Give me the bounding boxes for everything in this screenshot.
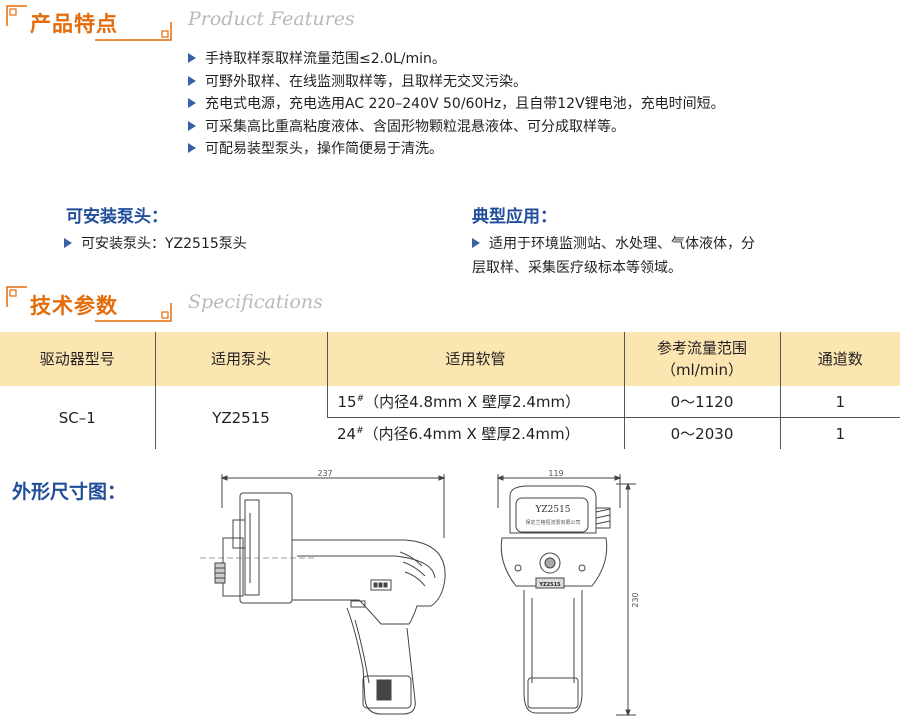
header-driver: 驱动器型号	[0, 332, 155, 386]
cell-flow: 0～1120	[623, 386, 780, 418]
cell-channels: 1	[779, 386, 900, 418]
table-header-row: 驱动器型号 适用泵头 适用软管 参考流量范围（ml/min） 通道数	[0, 332, 900, 386]
table-row: 24#（内径6.4mm X 壁厚2.4mm） 0～2030 1	[0, 417, 900, 449]
features-subtitle-en: Product Features	[188, 8, 355, 30]
features-list: 手持取样泵取样流量范围≤2.0L/min。 可野外取样、在线监测取样等，且取样无…	[188, 48, 725, 161]
cell-flow: 0～2030	[623, 417, 780, 449]
table-row: SC–1 YZ2515 15#（内径4.8mm X 壁厚2.4mm） 0～112…	[0, 386, 900, 449]
list-item: 可野外取样、在线监测取样等，且取样无交叉污染。	[188, 71, 725, 94]
applications-text: 适用于环境监测站、水处理、气体液体，分 层取样、采集医疗级标本等领域。	[472, 236, 755, 276]
list-item: 可采集高比重高粘度液体、含固形物颗粒混悬液体、可分成取样等。	[188, 116, 725, 139]
specs-subtitle-en: Specifications	[188, 291, 323, 313]
list-item: 充电式电源，充电选用AC 220–240V 50/60Hz，且自带12V锂电池，…	[188, 93, 725, 116]
pump-heads-title: 可安装泵头：	[66, 207, 168, 227]
header-channels: 通道数	[779, 332, 900, 386]
company-label: 保定兰格恒流泵有限公司	[525, 519, 580, 526]
triangle-bullet-icon	[472, 238, 480, 248]
badge-label: YZ2515	[538, 582, 561, 588]
triangle-bullet-icon	[188, 143, 196, 153]
header-flow: 参考流量范围（ml/min）	[623, 332, 780, 386]
specs-title: 技术参数	[30, 294, 118, 318]
list-item: 手持取样泵取样流量范围≤2.0L/min。	[188, 48, 725, 71]
cell-model: SC–1	[58, 408, 96, 427]
side-width-label: 237	[317, 469, 332, 478]
header-pump-head: 适用泵头	[154, 332, 327, 386]
applications-title: 典型应用：	[472, 207, 557, 227]
cell-head: YZ2515	[154, 386, 327, 449]
front-width-label: 119	[548, 469, 563, 478]
specs-table: 驱动器型号 适用泵头 适用软管 参考流量范围（ml/min） 通道数 SC–1 …	[0, 332, 900, 449]
triangle-bullet-icon	[188, 53, 196, 63]
triangle-bullet-icon	[188, 98, 196, 108]
triangle-bullet-icon	[188, 120, 196, 131]
triangle-bullet-icon	[64, 238, 72, 248]
cell-tubing: 24#（内径6.4mm X 壁厚2.4mm）	[327, 417, 624, 449]
pump-heads-text: 可安装泵头：YZ2515泵头	[64, 232, 247, 256]
features-title-frame	[6, 5, 172, 41]
height-label: 230	[631, 592, 640, 607]
pump-model-label: YZ2515	[534, 505, 570, 515]
triangle-bullet-icon	[188, 75, 196, 86]
features-title: 产品特点	[30, 12, 118, 36]
list-item: 可配易装型泵头，操作简便易于清洗。	[188, 138, 725, 161]
cell-tubing: 15#（内径4.8mm X 壁厚2.4mm）	[326, 386, 624, 418]
side-view-drawing: 237	[200, 469, 446, 715]
dimensions-title: 外形尺寸图：	[12, 481, 127, 503]
specs-title-frame	[6, 286, 172, 322]
header-tubing: 适用软管	[326, 332, 624, 386]
front-view-drawing: YZ2515 保定兰格恒流泵有限公司 YZ2515 119 230	[496, 469, 640, 717]
cell-channels: 1	[779, 417, 900, 449]
